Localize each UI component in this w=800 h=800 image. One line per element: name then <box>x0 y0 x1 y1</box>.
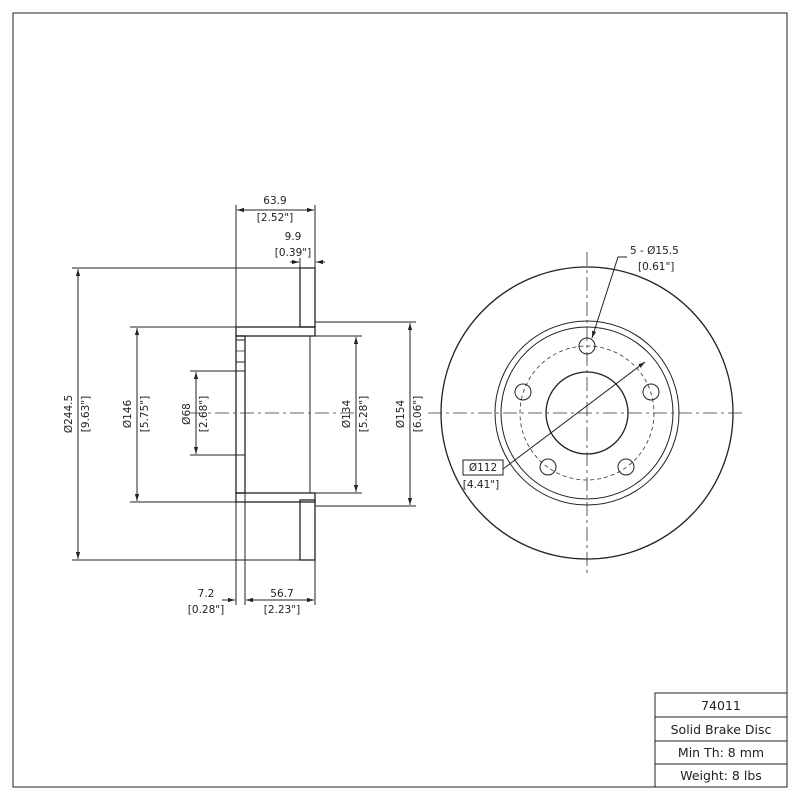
overall-width-in: [2.52"] <box>257 212 293 224</box>
drawing-border <box>12 12 788 788</box>
min-thickness: Min Th: 8 mm <box>678 745 764 760</box>
hat-wall-bottom-section <box>235 492 316 503</box>
hat-height-mm: 56.7 <box>270 588 293 600</box>
disc-thickness-in: [0.39"] <box>275 247 311 259</box>
hub-face-mm: 7.2 <box>198 588 215 600</box>
inner-diameter-in: [5.28"] <box>358 396 370 432</box>
side-section-view: 63.9 [2.52"] 9.9 [0.39"] Ø244.5 [9.63"] … <box>63 195 424 616</box>
part-number: 74011 <box>701 698 741 713</box>
bolt-hole-4 <box>539 458 557 476</box>
hat-diameter-in: [5.75"] <box>139 396 151 432</box>
front-view: 5 - Ø15.5 [0.61"] Ø112 [4.41"] <box>428 245 746 575</box>
hub-diameter-in: [6.06"] <box>412 396 424 432</box>
bolt-hole-2 <box>642 383 660 401</box>
part-description: Solid Brake Disc <box>671 722 772 737</box>
disc-ring-bottom-section <box>299 499 316 561</box>
bolt-circle-box <box>462 459 504 476</box>
bolt-hole-5 <box>514 383 532 401</box>
bolt-circle-mm: Ø112 <box>469 462 497 474</box>
hat-diameter-mm: Ø146 <box>122 400 134 429</box>
mounting-face-section <box>235 335 246 494</box>
title-block: 74011 Solid Brake Disc Min Th: 8 mm Weig… <box>654 692 788 788</box>
bolt-holes-mm: 5 - Ø15.5 <box>630 245 679 257</box>
bolt-holes-in: [0.61"] <box>638 261 674 273</box>
center-bore-mm: Ø68 <box>181 403 193 425</box>
bolt-hole-leader <box>591 256 627 339</box>
hub-diameter-mm: Ø154 <box>395 400 407 429</box>
disc-ring-top-section <box>299 267 316 328</box>
overall-width-mm: 63.9 <box>263 195 286 207</box>
bolt-hole-3 <box>617 458 635 476</box>
weight: Weight: 8 lbs <box>680 768 762 783</box>
inner-diameter-mm: Ø134 <box>341 400 353 429</box>
hub-face-in: [0.28"] <box>188 604 224 616</box>
bolt-circle-leader <box>502 361 646 470</box>
outer-diameter-in: [9.63"] <box>80 396 92 432</box>
hat-height-in: [2.23"] <box>264 604 300 616</box>
bolt-circle-in: [4.41"] <box>463 479 499 491</box>
disc-thickness-mm: 9.9 <box>285 231 302 243</box>
center-bore-in: [2.68"] <box>198 396 210 432</box>
hat-wall-top-section <box>235 326 316 337</box>
outer-diameter-mm: Ø244.5 <box>63 395 75 433</box>
